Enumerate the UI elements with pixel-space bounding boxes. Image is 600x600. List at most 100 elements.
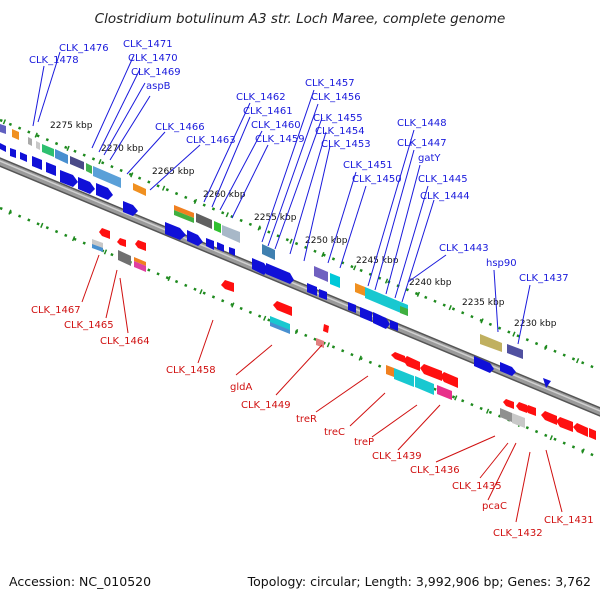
gene-label: CLK_1447	[397, 138, 447, 149]
kbp-scale: 2275 kbp 2270 kbp 2265 kbp 2260 kbp 2255…	[50, 121, 557, 329]
forward-arrow	[229, 247, 235, 256]
feature-box	[500, 408, 512, 422]
reverse-labels: CLK_1467 CLK_1465 CLK_1464 CLK_1458 gldA…	[31, 305, 594, 539]
gene-label: CLK_1471	[123, 39, 173, 50]
feature-box	[0, 124, 6, 134]
reverse-arrow	[516, 402, 527, 413]
reverse-arrow	[135, 240, 146, 251]
feature-box	[222, 225, 240, 243]
forward-arrow	[252, 258, 269, 275]
gene-label: CLK_1478	[29, 55, 79, 66]
feature-box	[196, 213, 212, 229]
feature-box	[270, 316, 290, 331]
feature-box	[134, 257, 146, 266]
forward-arrow	[500, 362, 516, 376]
forward-arrow	[390, 320, 398, 331]
kbp-label: 2255 kbp	[254, 213, 297, 223]
feature-box	[134, 261, 146, 272]
forward-arrow	[284, 272, 291, 283]
gene-label: CLK_1435	[452, 481, 502, 492]
feature-box	[480, 334, 502, 352]
gene-label: CLK_1462	[236, 92, 286, 103]
gene-label: CLK_1432	[493, 528, 543, 539]
reverse-arrow	[99, 228, 110, 239]
forward-arrow	[96, 183, 113, 200]
feature-box	[28, 137, 32, 146]
forward-arrow	[217, 242, 224, 252]
forward-arrow	[20, 152, 27, 162]
kbp-label: 2245 kbp	[356, 256, 399, 266]
forward-arrow	[474, 356, 494, 373]
reverse-leader-lines	[81, 254, 563, 523]
gene-label: gldA	[230, 382, 252, 393]
kbp-label: 2250 kbp	[305, 236, 348, 246]
reverse-arrow	[503, 399, 514, 409]
kbp-label: 2240 kbp	[409, 278, 452, 288]
reverse-arrow	[273, 301, 292, 316]
forward-arrow	[78, 177, 95, 194]
gene-label: CLK_1467	[31, 305, 81, 316]
gene-label: CLK_1437	[519, 273, 569, 284]
forward-arrow	[0, 143, 6, 152]
gene-label: CLK_1465	[64, 320, 114, 331]
forward-features	[0, 124, 551, 388]
feature-box	[214, 221, 221, 233]
feature-box	[93, 166, 121, 188]
feature-box	[512, 413, 525, 428]
gene-label: CLK_1445	[418, 174, 468, 185]
topology-text: Topology: circular; Length: 3,992,906 bp…	[247, 574, 591, 589]
gene-label: CLK_1453	[321, 139, 371, 150]
gene-label: CLK_1448	[397, 118, 447, 129]
reverse-arrow	[420, 364, 442, 381]
map-title: Clostridium botulinum A3 str. Loch Maree…	[95, 11, 506, 27]
feature-box	[36, 141, 40, 150]
gene-label: CLK_1431	[544, 515, 594, 526]
gene-label: pcaC	[482, 501, 507, 512]
forward-arrow	[319, 289, 327, 300]
feature-box	[437, 385, 452, 400]
reverse-arrow	[403, 356, 420, 371]
gene-label: CLK_1436	[410, 465, 460, 476]
kbp-label: 2270 kbp	[101, 144, 144, 154]
feature-box	[415, 376, 434, 395]
reverse-arrow	[117, 238, 126, 247]
gene-label: CLK_1457	[305, 78, 355, 89]
gene-label: CLK_1449	[241, 400, 291, 411]
feature-box	[174, 205, 194, 218]
forward-arrow	[165, 222, 186, 240]
feature-box	[355, 283, 365, 296]
feature-box	[394, 368, 414, 387]
gene-label: hsp90	[486, 258, 517, 269]
gene-label: CLK_1458	[166, 365, 216, 376]
accession-text: Accession: NC_010520	[9, 574, 151, 589]
gene-label: CLK_1439	[372, 451, 422, 462]
feature-box	[270, 322, 290, 334]
forward-arrow	[373, 312, 390, 329]
forward-arrow	[543, 378, 551, 388]
feature-box	[330, 273, 340, 288]
forward-labels: CLK_1476 CLK_1478 CLK_1471 CLK_1470 CLK_…	[29, 39, 569, 284]
feature-box	[86, 163, 92, 174]
forward-arrow	[187, 230, 203, 246]
upper-tick-track	[0, 117, 600, 373]
genome-backbone	[0, 157, 600, 417]
gene-label: CLK_1461	[243, 106, 293, 117]
reverse-arrow	[589, 428, 596, 440]
forward-arrow	[206, 238, 214, 250]
feature-box	[133, 183, 146, 196]
kbp-label: 2265 kbp	[152, 167, 195, 177]
reverse-arrow	[440, 372, 458, 388]
gene-label: treR	[296, 414, 317, 425]
feature-box	[118, 250, 131, 266]
forward-arrow	[307, 283, 317, 296]
gene-label: CLK_1454	[315, 126, 365, 137]
gene-label: CLK_1466	[155, 122, 205, 133]
forward-arrow	[60, 170, 78, 187]
gene-label: CLK_1455	[313, 113, 363, 124]
feature-box	[314, 266, 328, 282]
gene-label: treP	[354, 437, 374, 448]
gene-label: gatY	[418, 153, 441, 164]
forward-arrow	[10, 148, 16, 158]
feature-box	[12, 129, 19, 140]
